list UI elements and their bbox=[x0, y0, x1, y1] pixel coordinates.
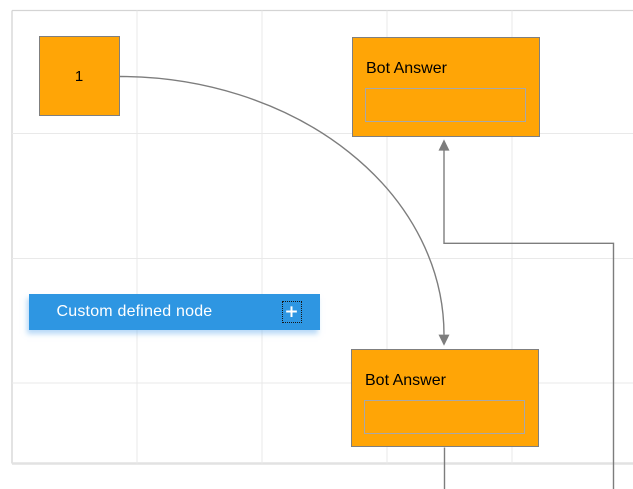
curve-connector-path[interactable] bbox=[119, 75, 445, 335]
orthogonal-connector-path[interactable] bbox=[443, 150, 615, 489]
custom-node-label: Custom defined node bbox=[56, 303, 213, 320]
node-square-1[interactable]: 1 bbox=[38, 36, 120, 116]
plus-icon[interactable]: + bbox=[281, 301, 302, 323]
bot-answer-input[interactable] bbox=[364, 400, 525, 434]
bot-answer-title: Bot Answer bbox=[366, 59, 447, 77]
curve-connector[interactable] bbox=[119, 75, 450, 346]
node-bot-answer-top[interactable]: Bot Answer bbox=[352, 36, 540, 137]
arrowhead-down-icon bbox=[438, 334, 450, 346]
arrowhead-up-icon bbox=[438, 139, 450, 151]
bot-answer-title: Bot Answer bbox=[365, 372, 446, 389]
orthogonal-connector[interactable] bbox=[438, 139, 615, 489]
node-square-label: 1 bbox=[74, 67, 84, 85]
node-bot-answer-bottom[interactable]: Bot Answer bbox=[351, 349, 539, 447]
bot-answer-input[interactable] bbox=[365, 87, 526, 122]
node-custom-defined[interactable]: Custom defined node + bbox=[28, 294, 320, 330]
